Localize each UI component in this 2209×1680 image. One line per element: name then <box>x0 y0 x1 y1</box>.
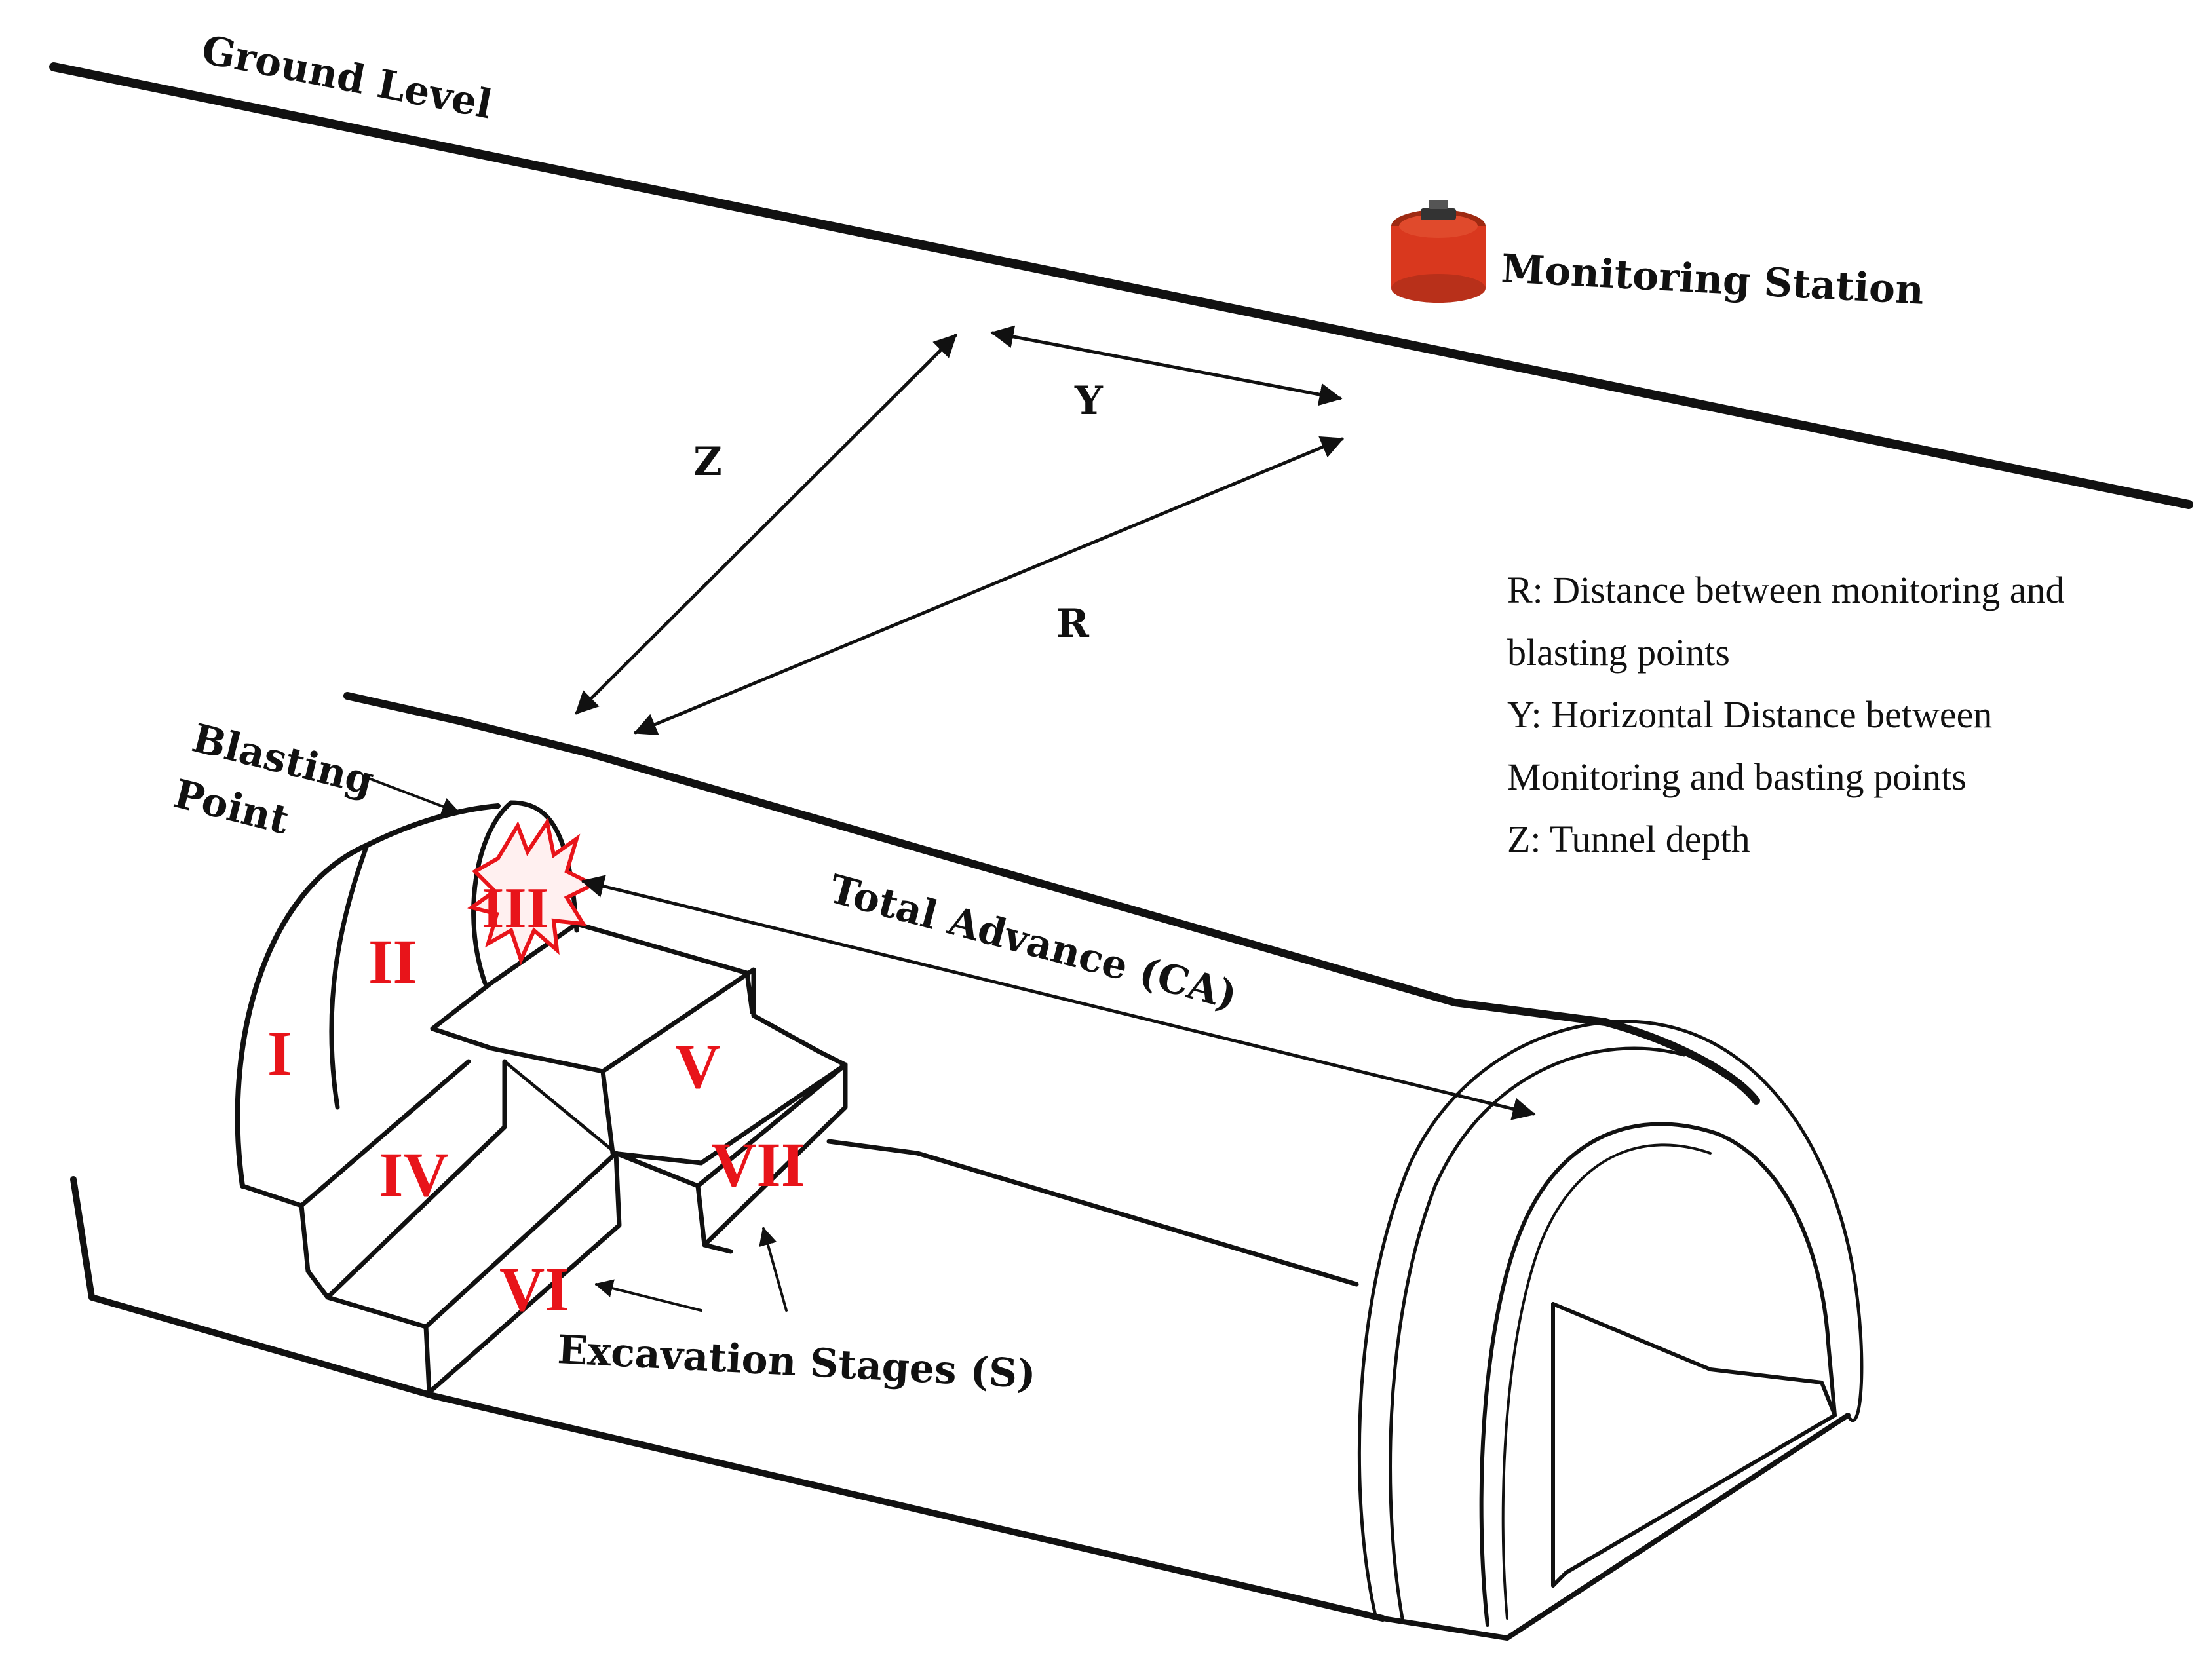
z-distance-arrow <box>575 334 957 715</box>
legend-line: blasting points <box>1507 631 1730 674</box>
excavation-stage-arrow <box>759 1227 788 1312</box>
blasting-point-label: Point <box>169 771 294 844</box>
monitoring-station-label: Monitoring Station <box>1500 246 1925 314</box>
ground-level-label: Ground Level <box>198 27 495 128</box>
r-label: R <box>1056 601 1090 647</box>
stage-label: VII <box>711 1130 805 1200</box>
excavation-stages-label: Excavation Stages (S) <box>556 1327 1037 1398</box>
ground-level-line <box>49 62 2193 509</box>
stage-label: VI <box>499 1254 569 1324</box>
y-distance-arrow <box>990 325 1343 406</box>
total-advance-arrow <box>581 875 1536 1120</box>
monitoring-station-icon <box>1391 200 1486 303</box>
tunnel <box>70 692 1864 1641</box>
stage-label: II <box>368 926 417 997</box>
blast-burst-icon <box>467 817 598 966</box>
stage-label: V <box>675 1031 720 1101</box>
legend-line: Monitoring and basting points <box>1507 755 1967 798</box>
legend: R: Distance between monitoring and blast… <box>1507 569 2064 860</box>
stage-label: III <box>482 877 549 940</box>
stage-label: IV <box>379 1139 449 1210</box>
legend-line: R: Distance between monitoring and <box>1507 569 2064 611</box>
legend-line: Y: Horizontal Distance between <box>1507 693 1992 736</box>
blasting-point-arrow <box>362 775 461 816</box>
r-distance-arrow <box>633 436 1345 736</box>
stage-label: I <box>267 1018 292 1088</box>
y-label: Y <box>1074 378 1104 424</box>
total-advance-label: Total Advance (CA) <box>824 866 1242 1019</box>
stage-labels: I II III IV V VI VII <box>267 877 805 1324</box>
legend-line: Z: Tunnel depth <box>1507 818 1750 860</box>
z-label: Z <box>693 439 722 485</box>
excavation-stage-arrow <box>594 1279 702 1312</box>
